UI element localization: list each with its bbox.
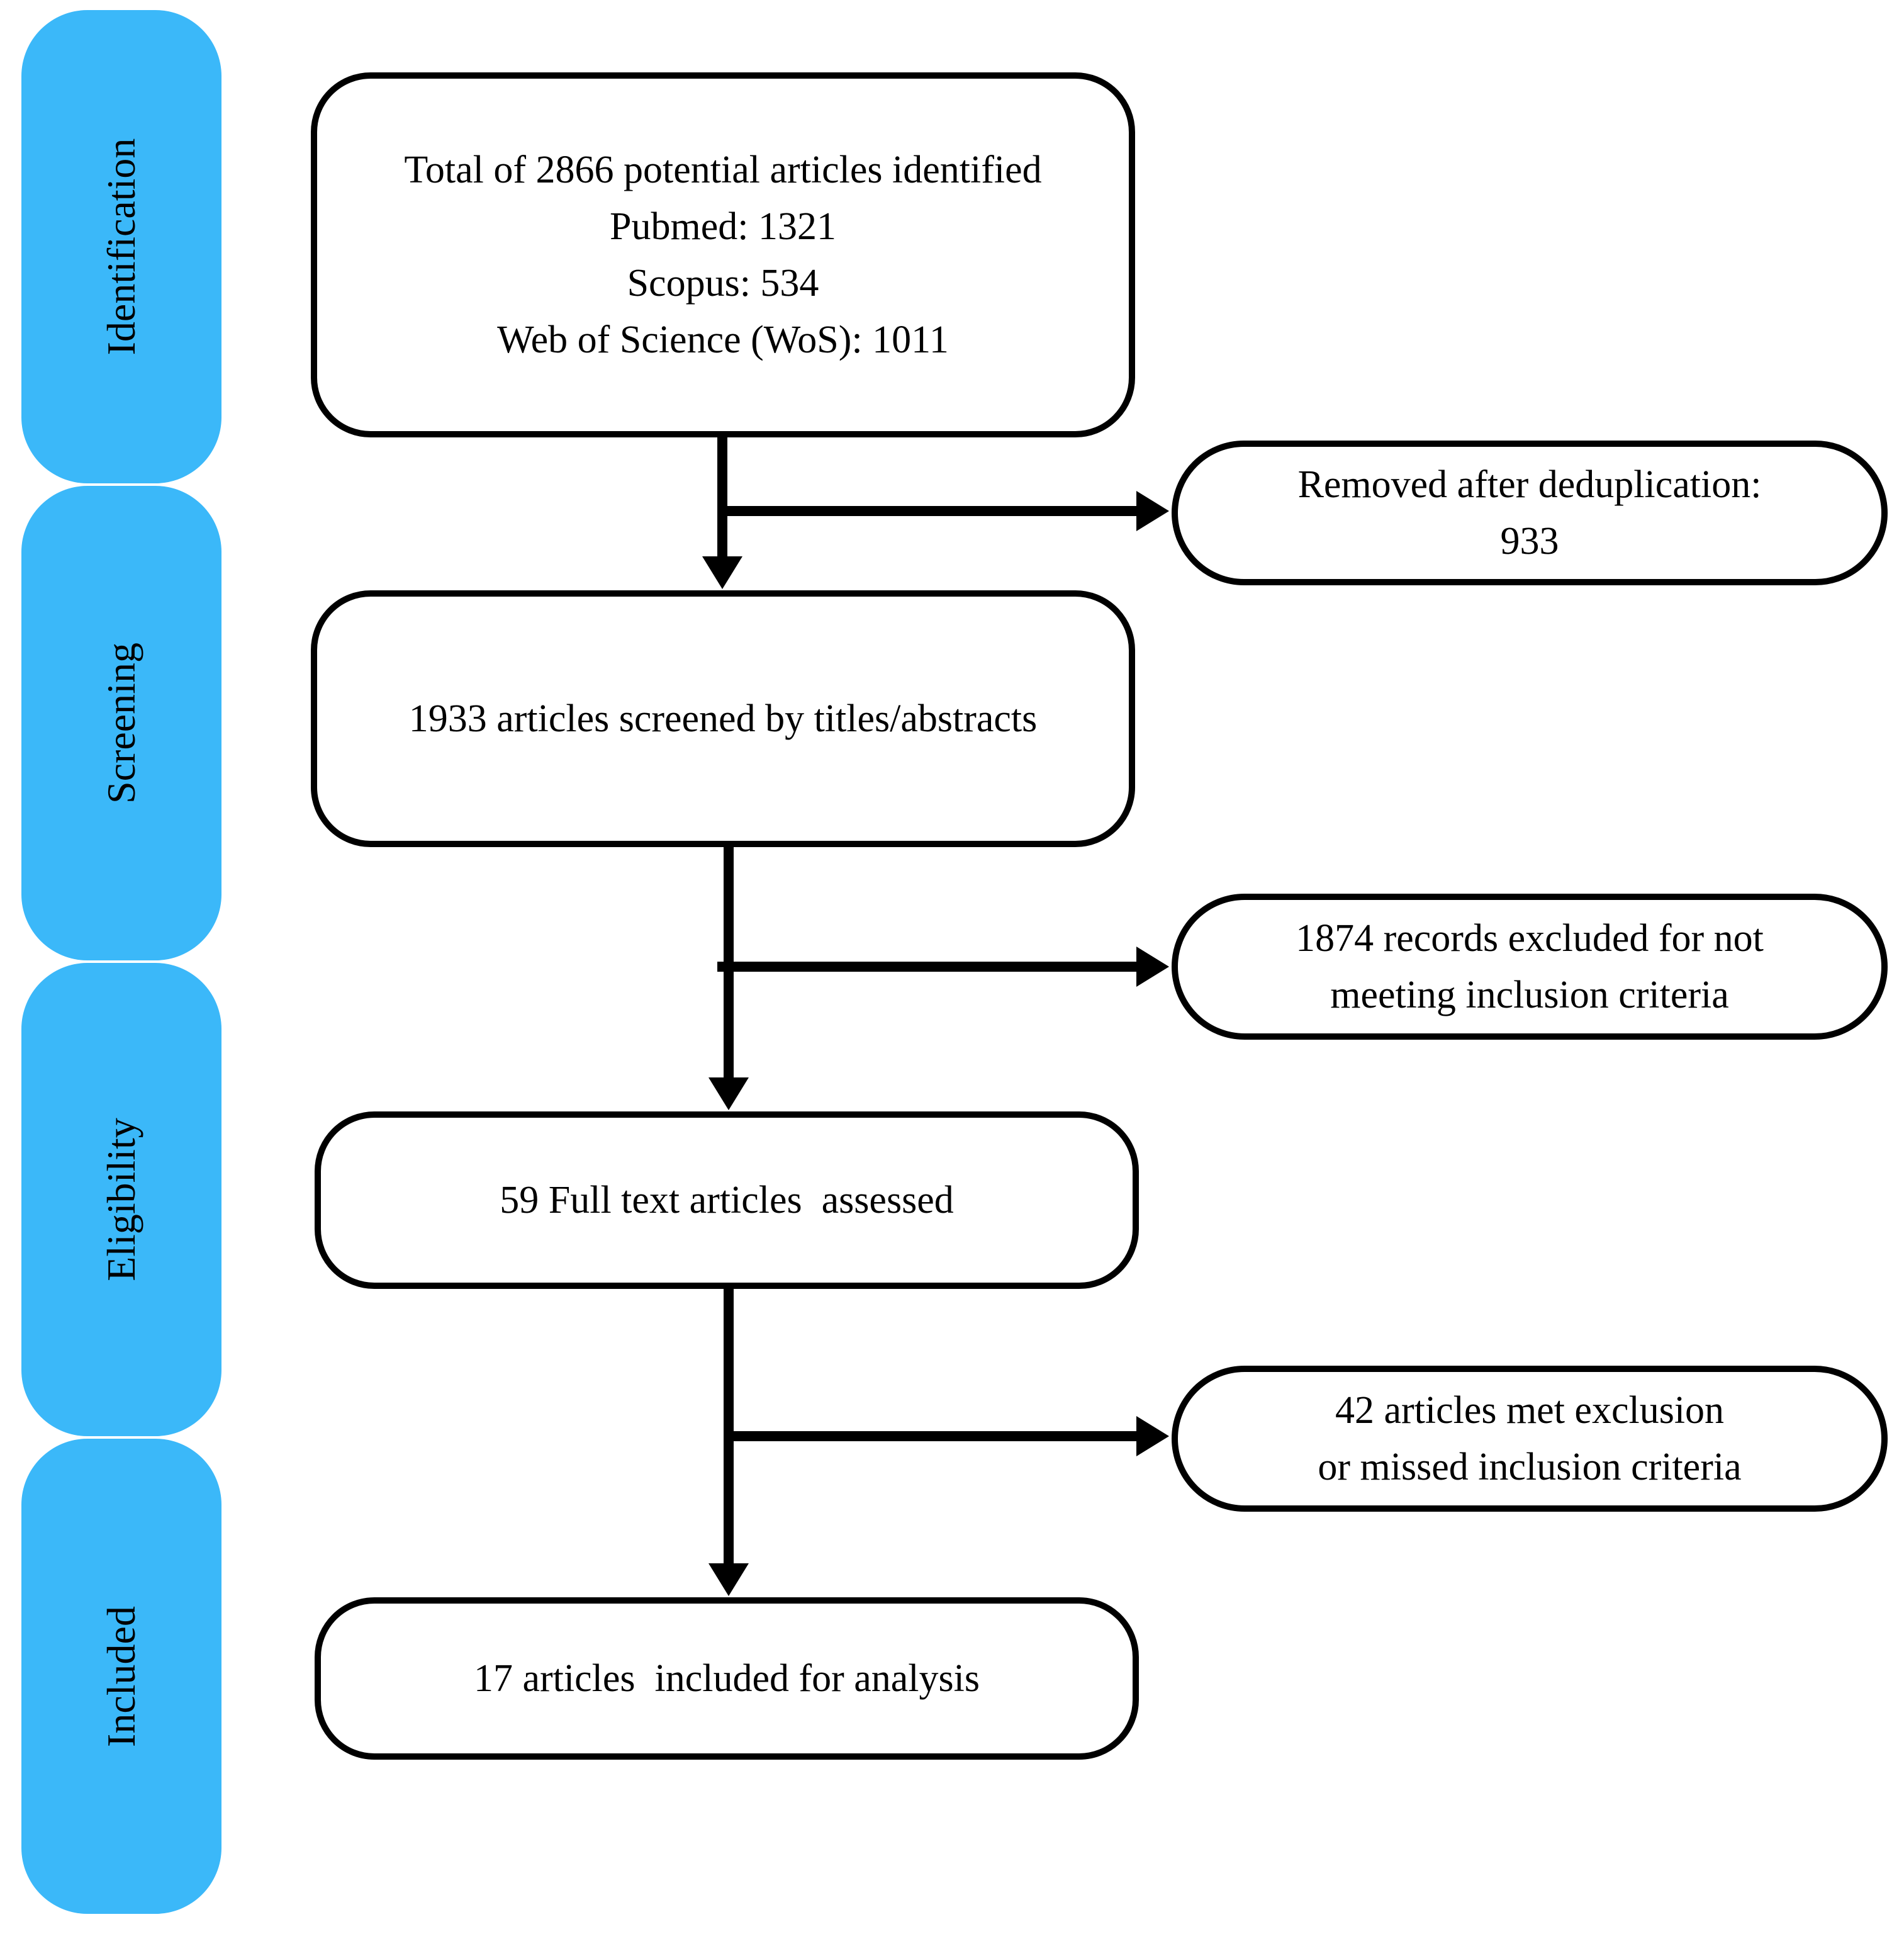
screened-records-box: 1933 articles screened by titles/abstrac… bbox=[311, 590, 1135, 847]
included-studies-box: 17 articles included for analysis bbox=[315, 1597, 1139, 1760]
removed-duplicates-label: Removed after deduplication: bbox=[1297, 463, 1762, 506]
excluded-screening-line2: meeting inclusion criteria bbox=[1330, 974, 1729, 1016]
full-text-assessed-box: 59 Full text articles assessed bbox=[315, 1111, 1139, 1289]
arrowhead-down-1 bbox=[702, 556, 742, 589]
excluded-full-text-line2: or missed inclusion criteria bbox=[1318, 1446, 1742, 1488]
excluded-screening-line1: 1874 records excluded for not bbox=[1296, 917, 1764, 960]
excluded-screening-box: 1874 records excluded for not meeting in… bbox=[1172, 894, 1888, 1040]
phase-included: Included bbox=[21, 1439, 221, 1914]
removed-duplicates-box: Removed after deduplication: 933 bbox=[1172, 441, 1888, 585]
arrowhead-down-2 bbox=[708, 1077, 749, 1110]
excluded-full-text-line1: 42 articles met exclusion bbox=[1335, 1389, 1725, 1432]
identified-records-box: Total of 2866 potential articles identif… bbox=[311, 72, 1135, 437]
arrowhead-right-3 bbox=[1136, 1416, 1169, 1456]
included-studies-text: 17 articles included for analysis bbox=[473, 1657, 980, 1700]
identified-wos-text: Web of Science (WoS): 1011 bbox=[497, 318, 949, 361]
phase-screening: Screening bbox=[21, 486, 221, 960]
removed-duplicates-count: 933 bbox=[1500, 520, 1559, 563]
identified-scopus-text: Scopus: 534 bbox=[627, 262, 819, 305]
arrowhead-right-1 bbox=[1136, 491, 1169, 531]
phase-identification: Identification bbox=[21, 10, 221, 483]
arrowhead-right-2 bbox=[1136, 947, 1169, 987]
full-text-assessed-text: 59 Full text articles assessed bbox=[500, 1179, 954, 1222]
excluded-full-text-box: 42 articles met exclusion or missed incl… bbox=[1172, 1366, 1888, 1512]
arrowhead-down-3 bbox=[708, 1563, 749, 1596]
screened-text: 1933 articles screened by titles/abstrac… bbox=[408, 697, 1038, 740]
identified-pubmed-text: Pubmed: 1321 bbox=[610, 205, 836, 248]
identified-total-text: Total of 2866 potential articles identif… bbox=[404, 149, 1042, 191]
phase-eligibility: Eligibility bbox=[21, 963, 221, 1436]
